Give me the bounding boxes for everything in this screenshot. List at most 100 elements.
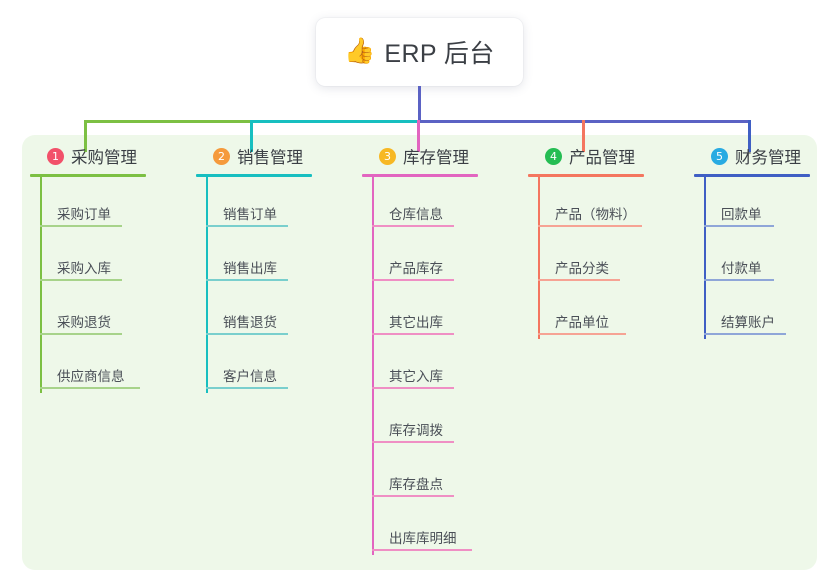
branch-stem (206, 177, 208, 393)
bus-segment-2 (250, 120, 417, 123)
leaf-item-rule (206, 225, 288, 227)
branch-number-badge: 1 (47, 147, 64, 165)
leaf-item[interactable]: 仓库信息 (362, 177, 478, 231)
leaf-item-label: 采购入库 (57, 261, 111, 276)
branch-column-库存管理: 3 库存管理仓库信息产品库存其它出库其它入库库存调拨库存盘点出库库明细 (362, 143, 478, 555)
leaf-item[interactable]: 销售订单 (196, 177, 312, 231)
branch-header-label: 产品管理 (569, 149, 635, 167)
branch-header-label: 库存管理 (403, 149, 469, 167)
root-node-content: 👍 ERP 后台 (344, 34, 494, 70)
branch-stem (40, 177, 42, 393)
branch-header-rule (30, 174, 146, 177)
leaf-item[interactable]: 其它出库 (362, 285, 478, 339)
branch-leaf-list: 产品（物料） 产品分类产品单位 (528, 177, 644, 339)
root-node-card[interactable]: 👍 ERP 后台 (316, 18, 523, 86)
leaf-item[interactable]: 销售退货 (196, 285, 312, 339)
leaf-item-label: 客户信息 (223, 369, 277, 384)
branch-column-采购管理: 1 采购管理采购订单采购入库采购退货供应商信息 (30, 143, 146, 393)
leaf-item-rule (372, 225, 454, 227)
leaf-item[interactable]: 产品（物料） (528, 177, 644, 231)
leaf-item-label: 采购订单 (57, 207, 111, 222)
leaf-item[interactable]: 库存盘点 (362, 447, 478, 501)
branch-stem (704, 177, 706, 339)
branch-column-销售管理: 2 销售管理销售订单销售出库销售退货客户信息 (196, 143, 312, 393)
branch-header-label: 销售管理 (237, 149, 303, 167)
branch-leaf-list: 销售订单销售出库销售退货客户信息 (196, 177, 312, 393)
thumbs-up-icon: 👍 (344, 36, 376, 65)
leaf-item-rule (372, 441, 454, 443)
leaf-item-label: 库存盘点 (389, 477, 443, 492)
branch-header-rule (528, 174, 644, 177)
branch-header[interactable]: 2 销售管理 (196, 143, 312, 169)
branch-number-badge: 4 (545, 147, 562, 165)
leaf-item[interactable]: 产品库存 (362, 231, 478, 285)
leaf-item-rule (372, 549, 472, 551)
branch-panel (22, 135, 817, 570)
leaf-item-rule (40, 387, 140, 389)
leaf-item[interactable]: 回款单 (694, 177, 810, 231)
branch-drop-3 (417, 120, 420, 152)
leaf-item-label: 结算账户 (721, 315, 775, 330)
leaf-item-label: 仓库信息 (389, 207, 443, 222)
leaf-item-rule (538, 279, 620, 281)
leaf-item[interactable]: 产品单位 (528, 285, 644, 339)
leaf-item-rule (372, 333, 454, 335)
branch-leaf-list: 仓库信息产品库存其它出库其它入库库存调拨库存盘点出库库明细 (362, 177, 478, 555)
branch-number-badge: 3 (379, 147, 396, 165)
leaf-item[interactable]: 采购入库 (30, 231, 146, 285)
leaf-item[interactable]: 结算账户 (694, 285, 810, 339)
leaf-item-label: 销售订单 (223, 207, 277, 222)
leaf-item-label: 销售出库 (223, 261, 277, 276)
leaf-item-rule (206, 387, 288, 389)
leaf-item-label: 其它出库 (389, 315, 443, 330)
leaf-item-rule (538, 333, 626, 335)
leaf-item[interactable]: 付款单 (694, 231, 810, 285)
leaf-item-rule (704, 225, 774, 227)
leaf-item[interactable]: 出库库明细 (362, 501, 478, 555)
branch-drop-1 (84, 120, 87, 152)
leaf-item-label: 付款单 (721, 261, 762, 276)
leaf-item-rule (40, 333, 122, 335)
leaf-item-rule (206, 279, 288, 281)
leaf-item[interactable]: 采购退货 (30, 285, 146, 339)
leaf-item[interactable]: 其它入库 (362, 339, 478, 393)
branch-header-rule (694, 174, 810, 177)
branch-header-label: 采购管理 (71, 149, 137, 167)
leaf-item-label: 产品单位 (555, 315, 609, 330)
leaf-item-label: 产品（物料） (555, 207, 636, 222)
leaf-item-label: 采购退货 (57, 315, 111, 330)
leaf-item-label: 供应商信息 (57, 369, 125, 384)
leaf-item[interactable]: 产品分类 (528, 231, 644, 285)
branch-drop-2 (250, 120, 253, 152)
branch-stem (538, 177, 540, 339)
leaf-item[interactable]: 销售出库 (196, 231, 312, 285)
branch-drop-4 (582, 120, 585, 152)
leaf-item-label: 出库库明细 (389, 531, 457, 546)
leaf-item-rule (704, 333, 786, 335)
leaf-item[interactable]: 库存调拨 (362, 393, 478, 447)
root-trunk-connector (418, 86, 421, 123)
branch-header-label: 财务管理 (735, 149, 801, 167)
branch-header[interactable]: 1 采购管理 (30, 143, 146, 169)
leaf-item[interactable]: 采购订单 (30, 177, 146, 231)
branch-stem (372, 177, 374, 555)
leaf-item-rule (704, 279, 774, 281)
leaf-item-rule (206, 333, 288, 335)
branch-header[interactable]: 4 产品管理 (528, 143, 644, 169)
branch-header[interactable]: 3 库存管理 (362, 143, 478, 169)
branch-drop-5 (748, 120, 751, 152)
branch-header-rule (196, 174, 312, 177)
branch-header-rule (362, 174, 478, 177)
leaf-item-label: 产品库存 (389, 261, 443, 276)
leaf-item[interactable]: 供应商信息 (30, 339, 146, 393)
branch-number-badge: 2 (213, 147, 230, 165)
root-node-title: ERP 后台 (384, 40, 495, 68)
leaf-item[interactable]: 客户信息 (196, 339, 312, 393)
leaf-item-rule (372, 387, 454, 389)
leaf-item-label: 产品分类 (555, 261, 609, 276)
leaf-item-rule (372, 279, 454, 281)
leaf-item-rule (40, 225, 122, 227)
